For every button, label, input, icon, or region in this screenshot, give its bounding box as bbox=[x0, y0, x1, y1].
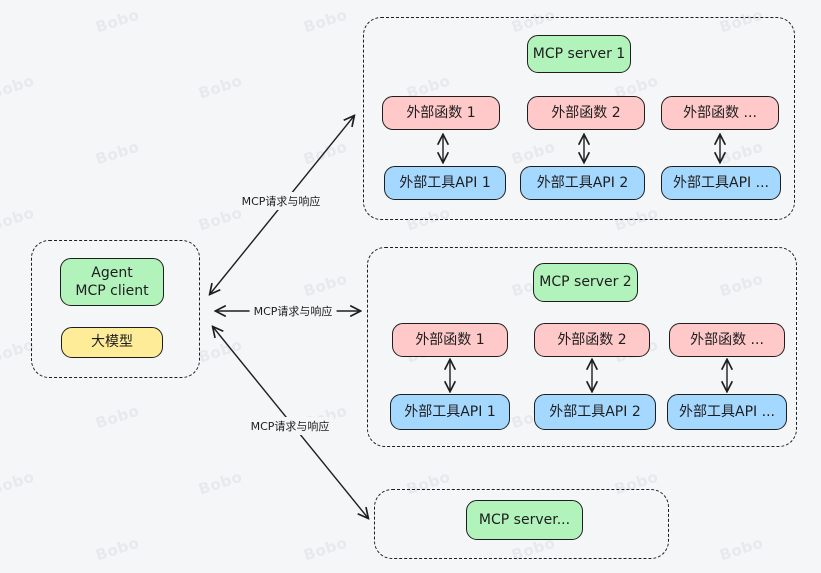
arrow-label: MCP请求与响应 bbox=[246, 417, 334, 435]
mcp-server-1-group bbox=[363, 17, 795, 220]
external-function-label: 外部函数 ... bbox=[690, 331, 764, 348]
external-function-label: 外部函数 ... bbox=[683, 104, 757, 121]
external-tool-api-label: 外部工具API 1 bbox=[399, 174, 491, 191]
agent-label-line1: Agent bbox=[91, 264, 133, 281]
arrow-label: MCP请求与响应 bbox=[249, 302, 337, 320]
mcp-server-1-label: MCP server 1 bbox=[532, 45, 626, 62]
external-tool-api-node: 外部工具API 1 bbox=[390, 394, 510, 430]
mcp-server-more-node: MCP server... bbox=[466, 500, 583, 540]
agent-mcp-client-node: Agent MCP client bbox=[60, 258, 164, 306]
external-function-node: 外部函数 ... bbox=[669, 323, 785, 357]
mcp-server-more-label: MCP server... bbox=[478, 511, 571, 528]
external-function-node: 外部函数 ... bbox=[661, 96, 779, 130]
arrow-label: MCP请求与响应 bbox=[237, 192, 325, 210]
large-model-node: 大模型 bbox=[61, 327, 163, 358]
external-tool-api-label: 外部工具API 2 bbox=[549, 403, 641, 420]
external-function-node: 外部函数 1 bbox=[382, 96, 500, 130]
agent-label-line2: MCP client bbox=[75, 283, 149, 299]
mcp-server-1-node: MCP server 1 bbox=[527, 35, 631, 73]
external-function-label: 外部函数 2 bbox=[551, 104, 621, 121]
external-tool-api-label: 外部工具API ... bbox=[679, 403, 775, 420]
external-tool-api-label: 外部工具API ... bbox=[673, 174, 769, 191]
external-function-label: 外部函数 1 bbox=[415, 331, 485, 348]
large-model-label: 大模型 bbox=[91, 334, 133, 351]
external-tool-api-node: 外部工具API 2 bbox=[534, 394, 656, 430]
mcp-server-2-label: MCP server 2 bbox=[539, 274, 632, 291]
external-tool-api-node: 外部工具API ... bbox=[667, 394, 787, 430]
external-tool-api-label: 外部工具API 2 bbox=[536, 174, 629, 191]
external-tool-api-node: 外部工具API 2 bbox=[520, 166, 645, 200]
external-tool-api-label: 外部工具API 1 bbox=[404, 403, 496, 420]
external-function-label: 外部函数 2 bbox=[557, 331, 627, 348]
external-tool-api-node: 外部工具API ... bbox=[661, 166, 781, 200]
external-function-node: 外部函数 2 bbox=[534, 323, 650, 357]
mcp-server-2-node: MCP server 2 bbox=[533, 263, 638, 302]
external-tool-api-node: 外部工具API 1 bbox=[384, 166, 506, 200]
client-group-box bbox=[31, 240, 200, 378]
external-function-node: 外部函数 2 bbox=[527, 96, 645, 130]
external-function-node: 外部函数 1 bbox=[392, 323, 508, 357]
mcp-server-more-group bbox=[374, 489, 669, 559]
external-function-label: 外部函数 1 bbox=[406, 104, 476, 121]
